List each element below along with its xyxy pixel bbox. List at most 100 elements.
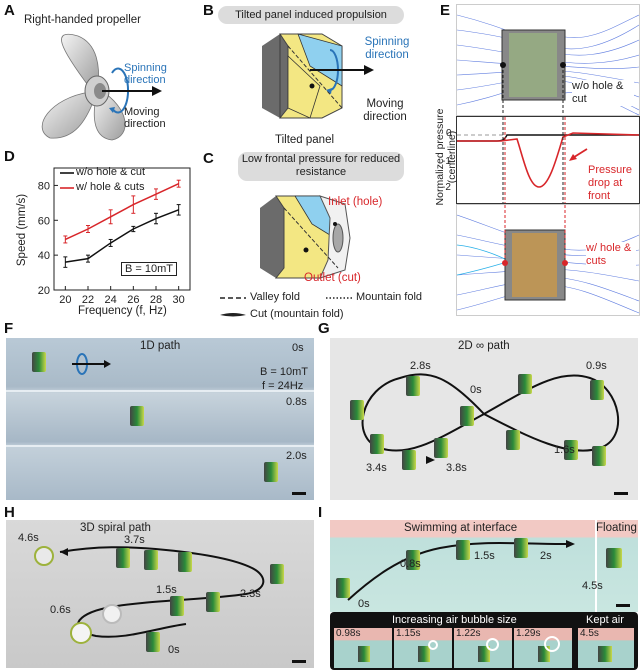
panel-c-banner: Low frontal pressure for reduced resista… [238, 152, 404, 181]
x-tick-label: 22 [82, 294, 94, 306]
panel-label-a: A [4, 2, 15, 19]
sim-top-note: w/o hole & cut [572, 80, 634, 106]
propeller-move-label: Moving direction [124, 106, 166, 130]
robot-2d-d [590, 380, 604, 400]
robot-3d-f [206, 592, 220, 612]
air-bubble-2 [486, 638, 499, 651]
panel-label-b: B [203, 2, 214, 19]
robot-2d-a [406, 376, 420, 396]
tilted-panel-arrows [310, 49, 374, 94]
interface-time-3: 2s [540, 550, 552, 562]
path-2d-time-5: 1.6s [554, 444, 575, 456]
interface-time-1: 0.8s [400, 558, 421, 570]
bubble-time-4: 4.5s [580, 628, 599, 639]
bubble-kept: Kept air [586, 614, 624, 626]
chart-legend-black: w/o hole & cut [76, 166, 146, 178]
robot-2d-h [434, 438, 448, 458]
chart-field-annotation: B = 10mT [121, 262, 177, 276]
sim-bottom-note: w/ hole & cuts [586, 242, 636, 268]
tilted-panel-label: Tilted panel [275, 134, 335, 146]
tilted-move-label: Moving direction [363, 98, 407, 123]
path-2d-time-0: 2.8s [410, 360, 431, 372]
x-tick-label: 20 [59, 294, 71, 306]
legend-mountain-fold: Mountain fold [356, 291, 423, 303]
propeller-illustration [41, 33, 162, 141]
bubble-time-0: 0.98s [336, 628, 361, 639]
path-1d-time-2: 2.0s [286, 450, 307, 462]
bubble-time-1: 1.15s [396, 628, 421, 639]
path-3d-title: 3D spiral path [80, 522, 151, 534]
path-2d-time-1: 0s [470, 384, 482, 396]
bubble-time-3: 1.29s [516, 628, 541, 639]
path-2d-time-2: 0.9s [586, 360, 607, 372]
x-tick-label: 26 [127, 294, 139, 306]
interface-time-4: 4.5s [582, 580, 603, 592]
chart-legend-red: w/ hole & cuts [76, 181, 145, 193]
path-2d-time-3: 3.4s [366, 462, 387, 474]
series-line-0 [65, 209, 179, 263]
tilted-panel-illustration [262, 33, 343, 119]
robot-i-2s [514, 538, 528, 558]
plot-frame [53, 167, 191, 291]
path-3d-time-2: 1.5s [156, 584, 177, 596]
robot-3d-j [146, 632, 160, 652]
pressure-plot [456, 116, 640, 204]
robot-3d-b [116, 548, 130, 568]
interface-time-2: 1.5s [474, 550, 495, 562]
legend-cut: Cut (mountain fold) [250, 308, 344, 320]
robot-3d-c [144, 550, 158, 570]
inlet-label: Inlet (hole) [328, 196, 383, 208]
interface-floating: Floating [596, 522, 637, 534]
robot-2d-k [592, 446, 606, 466]
robot-3d-a [34, 546, 54, 566]
path-2d-time-4: 3.8s [446, 462, 467, 474]
pressure-ytick-0: 0 [446, 128, 452, 139]
chart-xlabel: Frequency (f, Hz) [78, 305, 167, 317]
x-tick-label: 24 [105, 294, 117, 306]
interface-photo [330, 520, 638, 612]
chart-marks [60, 172, 181, 268]
pressure-ytick-1: -1 [442, 156, 451, 167]
panel-label-e: E [440, 2, 451, 19]
panel-label-i: I [318, 504, 323, 521]
scale-bar [616, 604, 630, 607]
robot-2d-f [370, 434, 384, 454]
path-3d-time-1: 3.7s [124, 534, 145, 546]
path-2d-title: 2D ∞ path [458, 340, 510, 352]
path-1d-time-1: 0.8s [286, 396, 307, 408]
scale-bar [614, 492, 628, 495]
robot-1d-2s [264, 462, 278, 482]
robot-i-45s [606, 548, 622, 568]
interface-title: Swimming at interface [404, 522, 518, 534]
air-bubble-1 [428, 640, 438, 650]
panel-b-banner: Tilted panel induced propulsion [218, 6, 404, 24]
bubble-time-2: 1.22s [456, 628, 481, 639]
fold-legend-marks [220, 297, 352, 317]
propeller-title: Right-handed propeller [24, 14, 141, 26]
robot-2d-i [506, 430, 520, 450]
bubble-robot-2 [478, 646, 490, 662]
panel-label-c: C [203, 150, 214, 167]
propeller-spin-label: Spinning direction [124, 62, 167, 86]
bubble-robot-0 [358, 646, 370, 662]
hole-cut-illustration [260, 195, 351, 279]
x-tick-label: 30 [173, 294, 185, 306]
robot-i-15s [456, 540, 470, 560]
path-1d-field: B = 10mT [260, 366, 308, 378]
robot-3d-i [70, 622, 92, 644]
legend-valley-fold: Valley fold [250, 291, 300, 303]
robot-2d-g [402, 450, 416, 470]
bubble-title: Increasing air bubble size [392, 614, 517, 626]
y-tick-label: 60 [38, 215, 50, 227]
robot-3d-g [170, 596, 184, 616]
robot-1d-0s [32, 352, 46, 372]
robot-1d-08s [130, 406, 144, 426]
robot-2d-j [564, 440, 578, 460]
path-3d-photo [6, 520, 314, 668]
panel-label-h: H [4, 504, 15, 521]
path-3d-time-0: 4.6s [18, 532, 39, 544]
y-tick-label: 80 [38, 180, 50, 192]
scale-bar [292, 492, 306, 495]
outlet-label: Outlet (cut) [304, 272, 361, 284]
